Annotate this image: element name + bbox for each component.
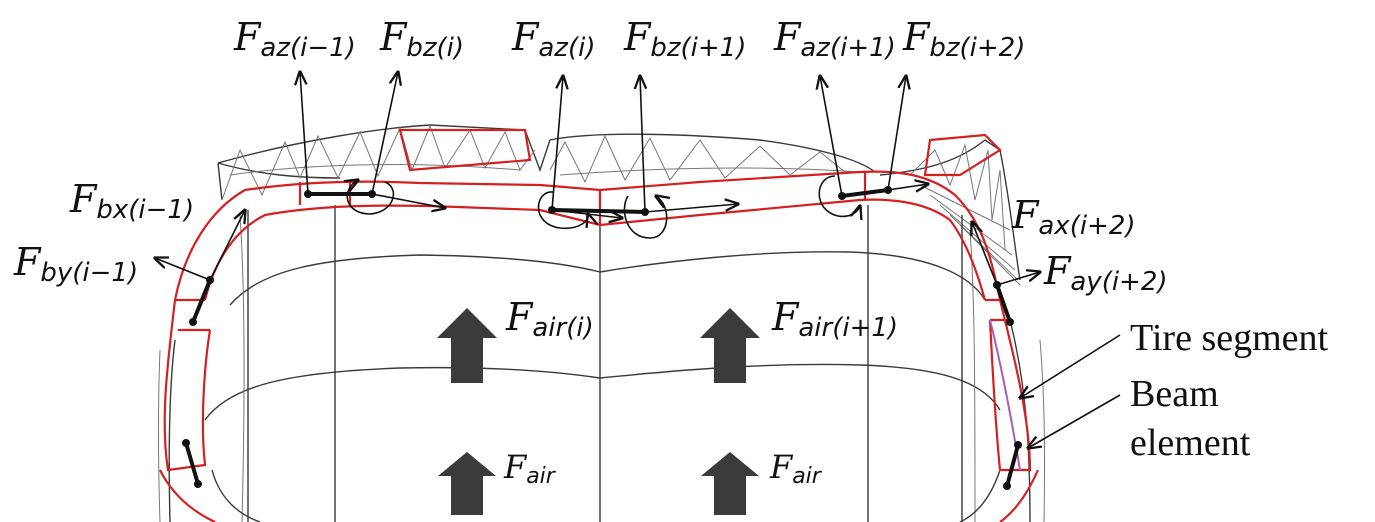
label-f-bx-im1: Fbx(i−1) — [69, 177, 194, 225]
vector-f-az-i — [551, 76, 563, 211]
vector-f-bz-i — [371, 72, 398, 195]
air-arrow-left — [438, 452, 496, 515]
moment-arcs — [347, 175, 860, 239]
moment-arc-bz-ip1 — [623, 196, 666, 239]
air-pressure-arrows — [437, 308, 760, 515]
beam-element-leader — [1028, 394, 1121, 448]
callout-leaders — [1020, 334, 1121, 448]
label-f-air-right: Fair — [769, 448, 823, 489]
vector-f-az-im1 — [300, 72, 309, 195]
vector-f-ax-ip2 — [972, 222, 998, 286]
vector-f-bx-im1 — [209, 210, 245, 281]
air-arrow-right — [701, 452, 759, 515]
beam-element-right — [995, 284, 1012, 323]
beam-element-i-2 — [841, 188, 889, 198]
moment-arc-bz-i — [347, 180, 395, 215]
beam-element-left — [191, 279, 212, 323]
moment-arc-az-i — [537, 191, 588, 230]
tire-segments-outline — [159, 128, 1040, 522]
beam-element-lower-right — [1005, 444, 1020, 487]
beam-label-line2: element — [1130, 422, 1251, 464]
label-f-bz-ip1: Fbz(i+1) — [623, 15, 746, 63]
vector-f-bz-ip2 — [887, 76, 906, 191]
vector-f-bx-ip2 — [887, 184, 928, 190]
beam-element-lower-left — [184, 442, 200, 485]
vector-f-by-im1 — [155, 258, 211, 281]
vector-f-bz-ip1 — [640, 76, 645, 213]
vector-f-bx-ip1 — [644, 204, 738, 213]
label-f-by-im1: Fby(i−1) — [13, 240, 138, 288]
vector-f-ay-ip2 — [996, 272, 1040, 286]
air-arrow-i — [437, 308, 497, 383]
tire-segment-label: Tire segment — [1130, 317, 1329, 359]
label-f-az-i: Faz(i) — [511, 15, 595, 63]
label-f-ay-ip2: Fay(i+2) — [1043, 249, 1168, 297]
force-vectors — [155, 72, 1040, 286]
vector-f-az-ip1 — [820, 76, 843, 197]
label-f-air-ip1: Fair(i+1) — [771, 295, 898, 343]
beam-element-i — [551, 208, 646, 214]
label-f-air-left: Fair — [503, 448, 557, 489]
label-f-az-im1: Faz(i−1) — [233, 15, 356, 63]
label-f-air-i: Fair(i) — [505, 295, 594, 343]
label-f-ax-ip2: Fax(i+2) — [1011, 193, 1136, 241]
vector-f-bx-i — [371, 193, 445, 208]
label-f-az-ip1: Faz(i+1) — [773, 15, 896, 63]
beam-label-line1: Beam — [1130, 373, 1219, 415]
label-f-bz-i: Fbz(i) — [379, 15, 464, 63]
callout-labels: Tire segment Beam element — [1130, 317, 1329, 464]
moment-arc-az-ip1 — [818, 175, 860, 216]
label-f-bz-ip2: Fbz(i+2) — [902, 15, 1025, 63]
tire-segment-leader — [1020, 334, 1121, 398]
air-arrow-ip1 — [700, 308, 760, 383]
force-labels: Faz(i−1) Fbz(i) Faz(i) Fbz(i+1) Faz(i+1)… — [13, 15, 1168, 489]
